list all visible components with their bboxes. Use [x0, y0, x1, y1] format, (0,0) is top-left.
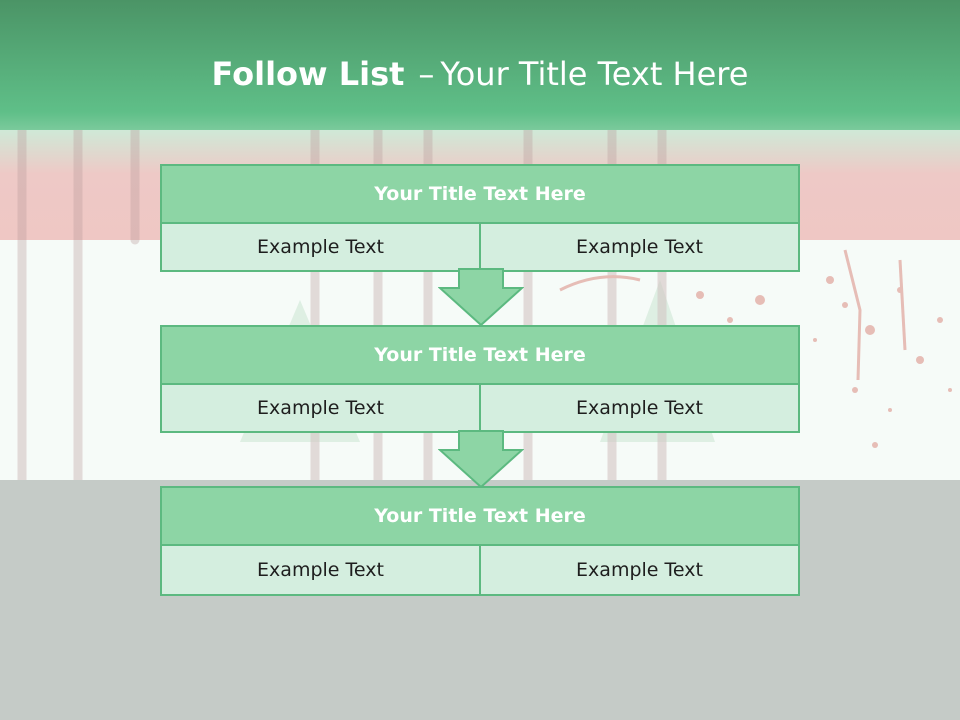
title-bold: Follow List [211, 55, 405, 93]
block-cell-left: Example Text [257, 236, 384, 258]
block-title: Your Title Text Here [162, 488, 798, 546]
title-rest: Your Title Text Here [440, 55, 749, 93]
block-title: Your Title Text Here [162, 166, 798, 224]
block-row: Example Text Example Text [162, 546, 798, 594]
block-cell-right: Example Text [479, 385, 798, 431]
down-arrow-icon [438, 430, 524, 488]
block-title: Your Title Text Here [162, 327, 798, 385]
slide-title: Follow List–Your Title Text Here [0, 55, 960, 93]
block-cell-right: Example Text [479, 224, 798, 270]
block-cell-right: Example Text [479, 546, 798, 594]
down-arrow-icon [438, 268, 524, 326]
block-row: Example Text Example Text [162, 224, 798, 270]
list-block-3: Your Title Text Here Example Text Exampl… [160, 486, 800, 596]
list-block-2: Your Title Text Here Example Text Exampl… [160, 325, 800, 433]
title-dash: – [418, 55, 435, 93]
block-cell-left: Example Text [257, 397, 384, 419]
list-block-1: Your Title Text Here Example Text Exampl… [160, 164, 800, 272]
block-row: Example Text Example Text [162, 385, 798, 431]
block-cell-left: Example Text [257, 559, 384, 581]
